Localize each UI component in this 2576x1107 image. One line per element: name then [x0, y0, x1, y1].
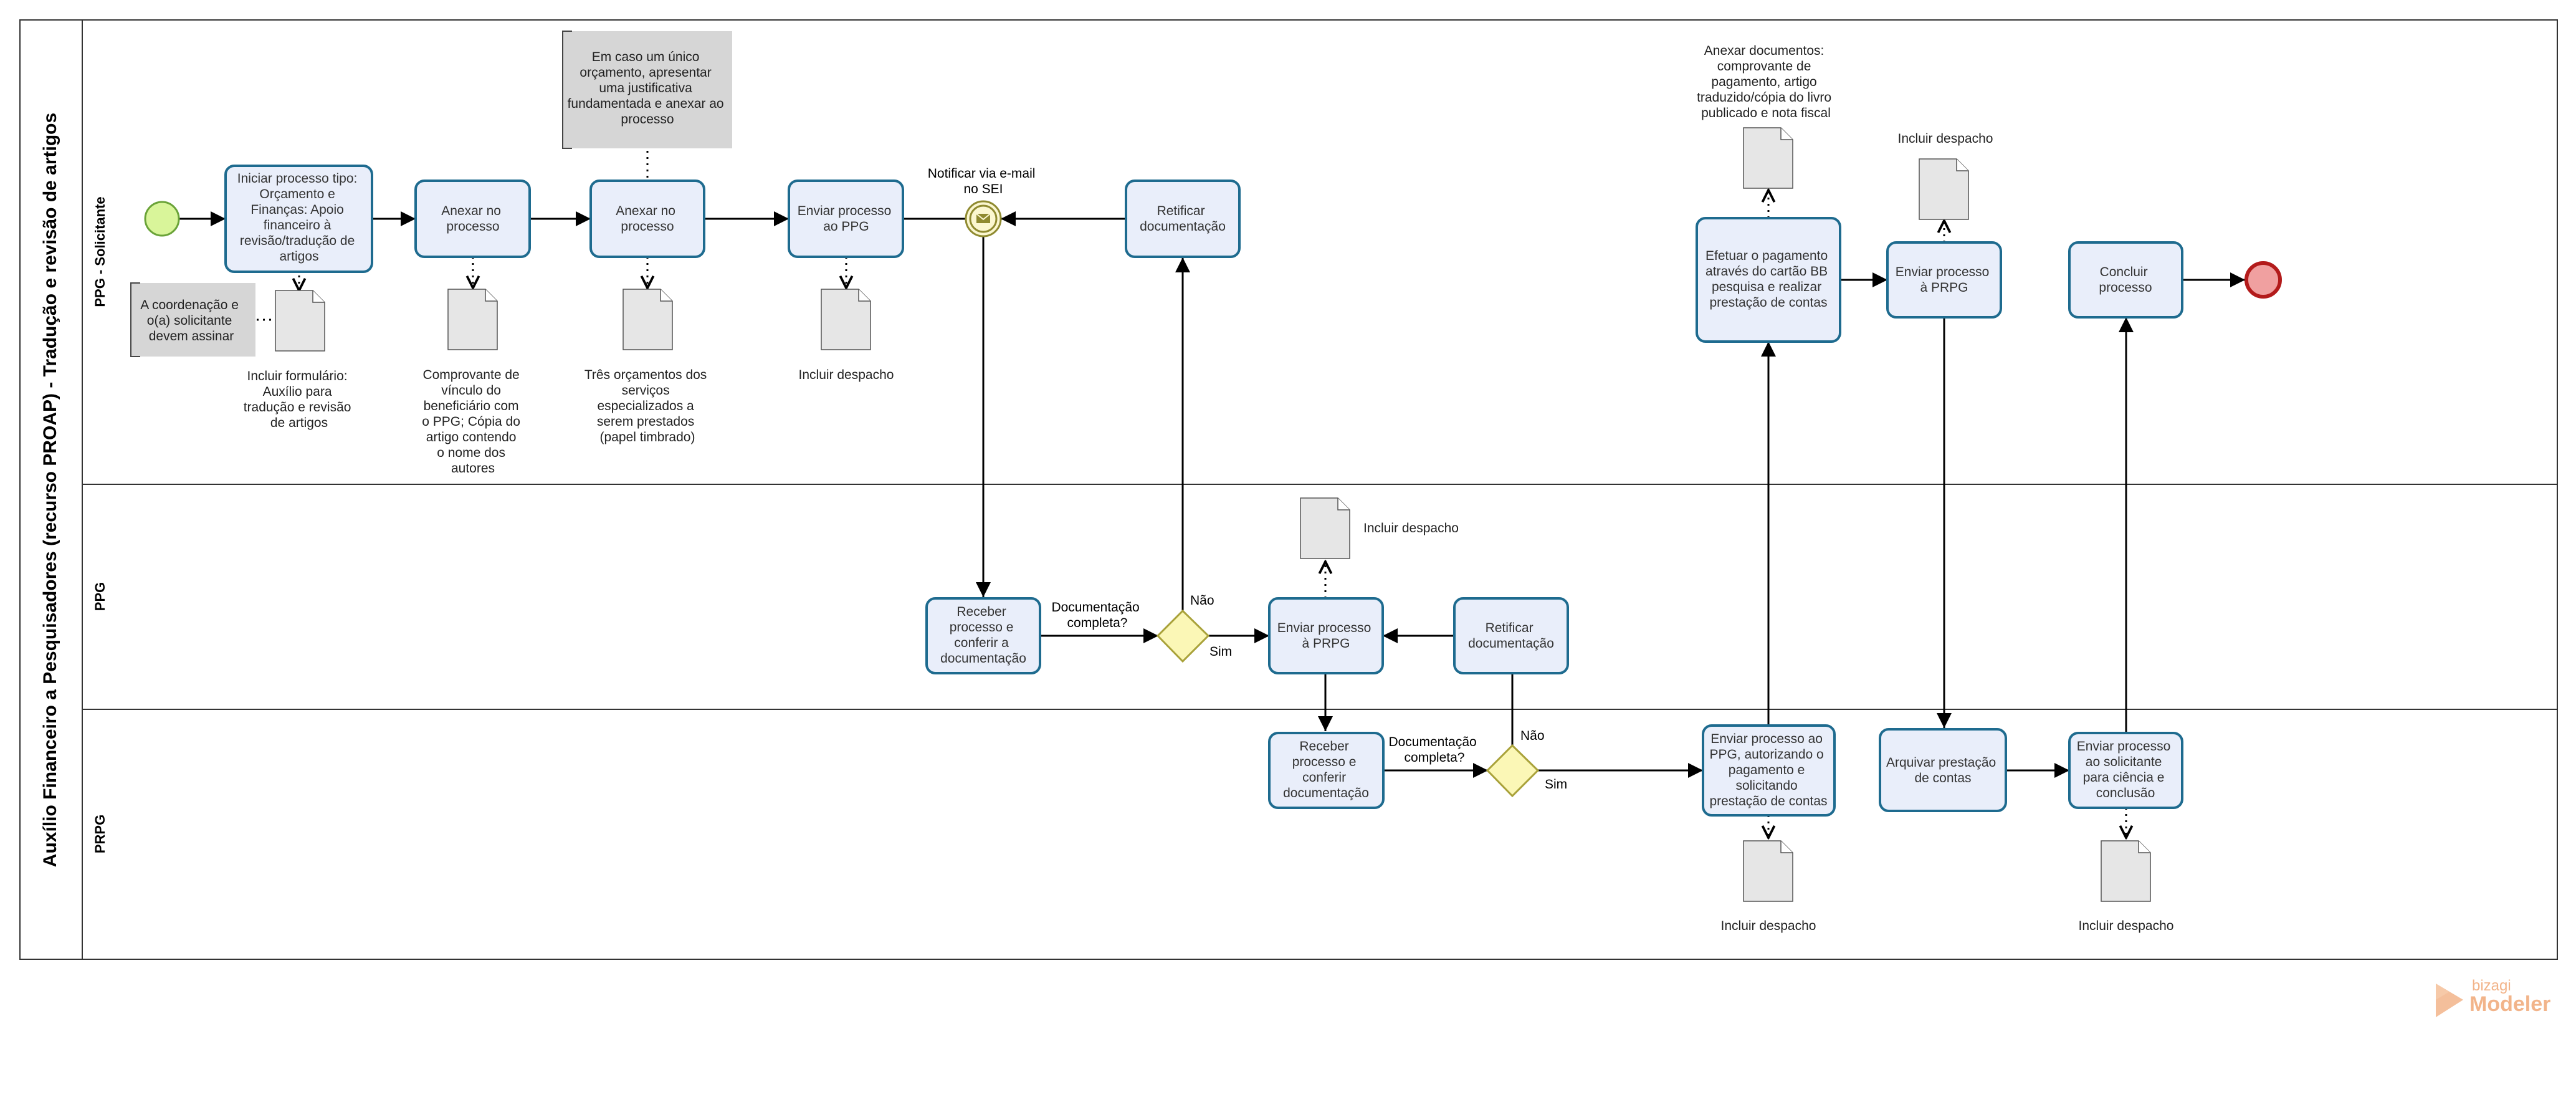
gateway-documentacao-prpg	[1486, 744, 1540, 798]
task-concluir-processo: Concluir processo	[2068, 241, 2183, 319]
gateway-question-prpg: Documentação completa?	[1388, 735, 1480, 765]
pool-title: Auxílio Financeiro a Pesquisadores (recu…	[40, 113, 60, 867]
gateway-no-label-ppg: Não	[1190, 593, 1214, 608]
document-icon-despacho-3	[1300, 497, 1350, 559]
task-enviar-processo-ppg: Enviar processo ao PPG	[788, 180, 904, 258]
end-event	[2244, 261, 2282, 299]
bizagi-watermark: bizagi Modeler	[2433, 977, 2558, 1027]
document-label-comprovante: Comprovante de vínculo do beneficiário c…	[422, 368, 523, 476]
svg-text:Enviar processo à PRPG: Enviar processo à PRPG	[1277, 621, 1375, 651]
task-enviar-solicitante: Enviar processo ao solicitante para ciên…	[2068, 732, 2183, 809]
start-event	[144, 201, 180, 237]
gateway-yes-label-ppg: Sim	[1209, 645, 1232, 659]
pool: Auxílio Financeiro a Pesquisadores (recu…	[19, 19, 2558, 960]
lane-title-ppg: PPG	[92, 582, 108, 611]
svg-text:Iniciar processo tipo: O: Iniciar processo tipo: Orçamento e Finan…	[237, 171, 361, 264]
task-enviar-processo-prpg-1: Enviar processo à PRPG	[1886, 241, 2002, 319]
annotation-justificativa: Em caso um único orçamento, apresentar u…	[562, 31, 732, 149]
document-icon-orcamentos	[623, 289, 673, 350]
document-label-despacho-3: Incluir despacho	[1363, 521, 1459, 535]
watermark-brand: bizagi	[2472, 977, 2511, 994]
svg-text:Anexar no processo: Anexar no processo	[616, 204, 679, 234]
gateway-documentacao-ppg	[1156, 609, 1210, 663]
svg-text:Concluir processo: Concluir processo	[2099, 265, 2152, 295]
task-anexar-processo-2: Anexar no processo	[589, 180, 705, 258]
lane-title-ppg-solicitante: PPG - Solicitante	[92, 196, 108, 307]
task-retificar-documentacao-1: Retificar documentação	[1125, 180, 1241, 258]
svg-text:A coordenação e o(a) sol: A coordenação e o(a) solicitante devem a…	[140, 298, 242, 343]
document-label-despacho-5: Incluir despacho	[2079, 919, 2174, 933]
task-efetuar-pagamento: Efetuar o pagamento através do cartão BB…	[1696, 217, 1841, 343]
gateway-no-label-prpg: Não	[1520, 729, 1545, 743]
svg-text:Retificar documentação: Retificar documentação	[1468, 621, 1554, 651]
svg-text:Arquivar prestação de co: Arquivar prestação de contas	[1886, 755, 2000, 785]
svg-text:Enviar processo à PRPG: Enviar processo à PRPG	[1896, 265, 1993, 295]
document-icon-despacho-5	[2101, 840, 2151, 902]
gateway-question-ppg: Documentação completa?	[1051, 600, 1143, 630]
svg-text:Efetuar o pagamento atra: Efetuar o pagamento através do cartão BB…	[1705, 249, 1831, 310]
gateway-yes-label-prpg: Sim	[1545, 777, 1567, 792]
bizagi-logo-icon	[2436, 984, 2463, 1017]
lane-title-prpg: PRPG	[92, 815, 108, 853]
svg-text:Em caso um único orçamen: Em caso um único orçamento, apresentar u…	[568, 50, 728, 127]
task-retificar-documentacao-2: Retificar documentação	[1453, 597, 1569, 674]
task-enviar-autorizando-pagamento: Enviar processo ao PPG, autorizando o pa…	[1702, 724, 1836, 817]
svg-text:Enviar processo ao PPG,: Enviar processo ao PPG, autorizando o pa…	[1709, 732, 1827, 808]
email-notification-label: Notificar via e-mail no SEI	[928, 166, 1039, 196]
document-icon-despacho-2	[1919, 158, 1969, 220]
task-arquivar-prestacao: Arquivar prestação de contas	[1879, 728, 2007, 812]
document-label-despacho-1: Incluir despacho	[799, 368, 894, 382]
document-icon-despacho-1	[821, 289, 871, 350]
document-icon-formulario	[275, 290, 325, 352]
svg-text:Enviar processo ao solic: Enviar processo ao solicitante para ciên…	[2077, 739, 2174, 800]
task-enviar-processo-prpg-2: Enviar processo à PRPG	[1268, 597, 1384, 674]
task-anexar-processo-1: Anexar no processo	[414, 180, 531, 258]
document-label-orcamentos: Três orçamentos dos serviços especializa…	[584, 368, 710, 444]
svg-text:Receber processo e: Receber processo e conferir documentação	[1283, 739, 1369, 800]
sequence-flows	[179, 211, 2245, 778]
task-receber-conferir-ppg: Receber processo e conferir a documentaç…	[925, 597, 1041, 674]
document-icon-anexar-documentos	[1743, 127, 1793, 189]
document-label-anexar-documentos: Anexar documentos: comprovante de pagame…	[1697, 44, 1835, 120]
document-label-despacho-2: Incluir despacho	[1898, 132, 1993, 146]
annotation-coordenacao: A coordenação e o(a) solicitante devem a…	[130, 282, 255, 357]
svg-text:Receber processo e: Receber processo e conferir a documentaç…	[940, 605, 1026, 666]
document-icon-despacho-4	[1743, 840, 1793, 902]
svg-text:Anexar no processo: Anexar no processo	[441, 204, 505, 234]
email-notification-event	[965, 200, 1002, 237]
svg-text:Enviar processo ao PPG: Enviar processo ao PPG	[798, 204, 895, 234]
task-receber-conferir-prpg: Receber processo e conferir documentação	[1268, 732, 1385, 809]
associations	[257, 151, 2126, 838]
task-iniciar-processo: Iniciar processo tipo: Orçamento e Finan…	[224, 165, 373, 273]
document-label-despacho-4: Incluir despacho	[1721, 919, 1816, 933]
document-label-formulario: Incluir formulário: Auxílio para traduçã…	[244, 369, 355, 430]
watermark-product: Modeler	[2469, 992, 2551, 1016]
document-icon-comprovante	[447, 289, 498, 350]
svg-text:Retificar documentação: Retificar documentação	[1140, 204, 1226, 234]
